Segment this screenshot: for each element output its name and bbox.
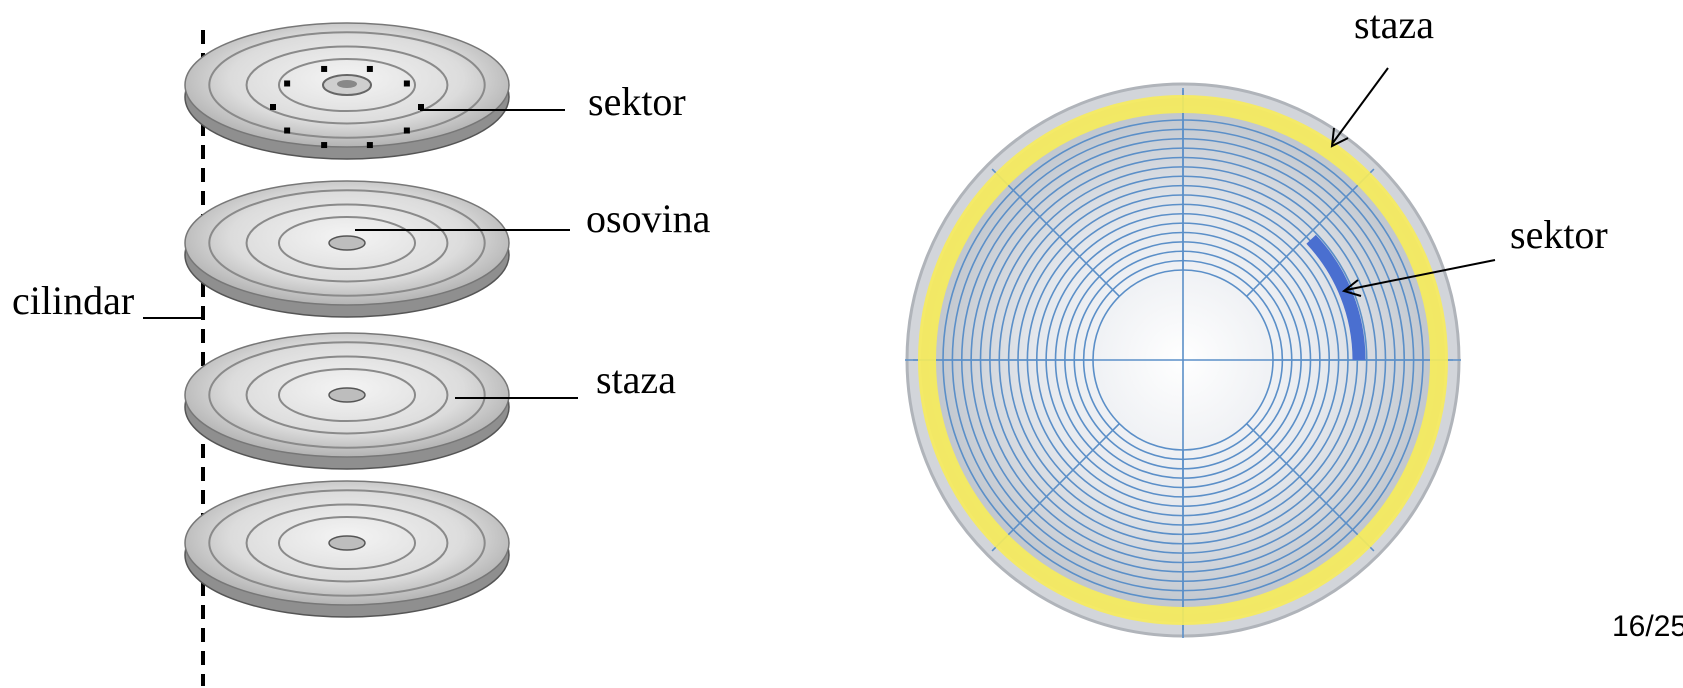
- sector-dot: [366, 65, 373, 72]
- platter-hub: [328, 387, 366, 403]
- disk-sector-line-6: [991, 168, 1120, 297]
- platter-hub: [328, 535, 366, 551]
- staza-label: staza: [596, 357, 676, 402]
- disk-staza-label: staza: [1354, 2, 1434, 47]
- disk-sector-lines: [905, 88, 1461, 638]
- platter-1: [184, 22, 510, 160]
- osovina-label: osovina: [586, 196, 711, 241]
- sector-dot: [284, 80, 291, 87]
- platter-track-2: [245, 203, 449, 283]
- sektor-label: sektor: [588, 79, 686, 124]
- platter-track-2: [245, 355, 449, 435]
- platter-2: [184, 180, 510, 318]
- platter-track-2: [245, 503, 449, 583]
- platter-track-3: [277, 215, 417, 271]
- platter-track-2: [245, 45, 449, 125]
- platter-4: [184, 480, 510, 618]
- highlighted-track: [918, 95, 1449, 625]
- sektor-arrow: [1345, 259, 1496, 291]
- disk-sektor-label: sektor: [1510, 212, 1608, 257]
- platter-track-3: [277, 367, 417, 423]
- platter-track-1: [208, 489, 486, 597]
- disk-surface-diagram: staza sektor: [905, 2, 1608, 638]
- platter-track-1: [208, 31, 486, 139]
- sector-dot: [321, 142, 328, 149]
- sector-dot: [284, 127, 291, 134]
- sector-dot: [403, 80, 410, 87]
- platter-3: [184, 332, 510, 470]
- disk-sector-line-2: [1246, 423, 1375, 552]
- sector-dot: [403, 127, 410, 134]
- sektor-arrowhead: [1341, 279, 1362, 297]
- disk-sector-line-4: [991, 423, 1120, 552]
- sector-dots: [270, 65, 424, 149]
- platter-track-3: [277, 515, 417, 571]
- sector-dot: [270, 104, 276, 110]
- platters: [184, 22, 510, 618]
- platter-track-1: [208, 341, 486, 449]
- platter-hub: [328, 235, 366, 251]
- page-number: 16/25: [1612, 610, 1683, 643]
- sector-dot: [366, 142, 373, 149]
- sector-dot: [418, 104, 424, 110]
- platter-stack-diagram: sektor osovina staza cilindar: [12, 22, 711, 686]
- staza-arrow: [1331, 67, 1389, 145]
- platter-hub-hole: [337, 80, 357, 88]
- highlighted-sector: [1306, 234, 1366, 361]
- disk-sector-line-8: [1246, 168, 1375, 297]
- sector-dot: [321, 65, 328, 72]
- platter-track-1: [208, 189, 486, 297]
- cilindar-label: cilindar: [12, 278, 134, 323]
- platter-track-3: [277, 57, 417, 113]
- staza-arrowhead: [1330, 127, 1349, 148]
